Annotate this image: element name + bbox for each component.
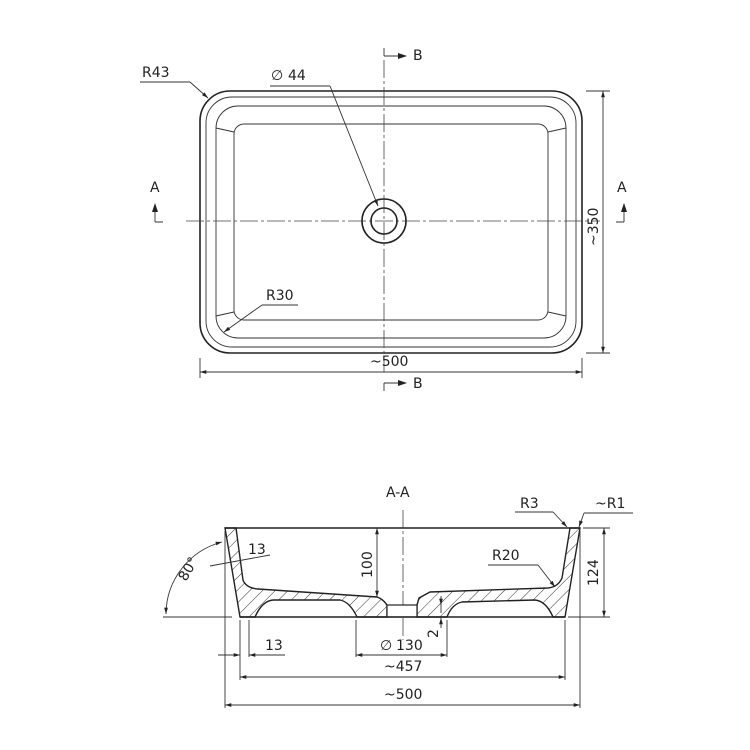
inner-depth-label: 100 [360, 551, 376, 578]
outer-radius-label: R43 [142, 65, 170, 81]
drain-diameter-symbol: ∅ [271, 68, 283, 84]
base-drain-diameter-symbol: ∅ [380, 638, 392, 654]
drain-diameter-label: 44 [288, 68, 306, 84]
section-view: A-A 80° 13 100 124 R3 ~R1 R2 [163, 485, 633, 708]
total-height-label: 124 [586, 559, 602, 586]
top-depth-label: ~350 [586, 208, 602, 246]
angle-label: 80° [176, 554, 202, 584]
top-width-label: ~500 [370, 354, 408, 370]
edge-radius-label: ~R1 [595, 496, 625, 512]
fillet-radius-label: R20 [492, 548, 520, 564]
inner-radius-label: R30 [266, 288, 294, 304]
rim-radius-label: R3 [520, 496, 539, 512]
section-b-top-label: B [413, 48, 423, 64]
drain-hole [386, 604, 418, 618]
section-b-bottom-label: B [413, 376, 423, 392]
total-width-label: ~500 [384, 687, 422, 703]
section-a-left-label: A [150, 180, 160, 196]
top-view: R43 ∅ 44 R30 ~500 ~350 A A B B [140, 48, 627, 392]
section-title: A-A [386, 485, 410, 501]
recess-label: 2 [426, 629, 442, 638]
basin-floor-edge [233, 123, 549, 321]
base-width-label: ~457 [384, 659, 422, 675]
basin-outer-outline [199, 90, 583, 354]
basin-bowl-edge [215, 105, 567, 339]
base-offset-label: 13 [265, 638, 283, 654]
drain-outer [361, 198, 407, 244]
wall-thickness-label: 13 [248, 542, 266, 558]
drain-inner [370, 207, 398, 235]
section-a-right-label: A [617, 180, 627, 196]
basin-rim-inner [205, 96, 577, 348]
section-body-right [416, 527, 581, 618]
base-drain-diameter-label: 130 [396, 638, 423, 654]
